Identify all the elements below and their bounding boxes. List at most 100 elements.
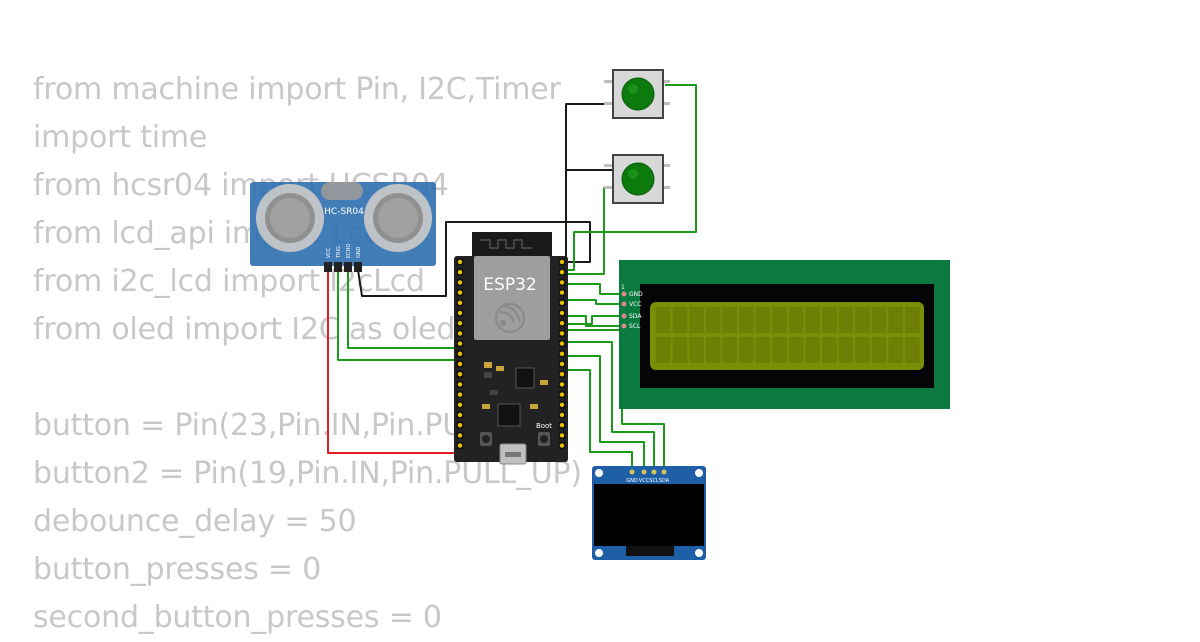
wire-oled-sda[interactable] xyxy=(565,329,665,470)
lcd-cell xyxy=(871,307,887,333)
lcd-display[interactable]: 1 GND VCC SDA SCL xyxy=(619,260,950,409)
lcd-cell xyxy=(838,307,854,333)
wire-sensor-trig[interactable] xyxy=(337,270,457,361)
lcd-cell xyxy=(788,307,804,333)
header-pin-pad xyxy=(559,259,565,265)
header-pin-pad xyxy=(457,382,463,387)
lcd-cell xyxy=(656,307,671,333)
header-pin-pad xyxy=(559,280,565,285)
header-pin-pad xyxy=(457,361,463,367)
header-pin-pad xyxy=(457,280,463,285)
header-pin-pad xyxy=(457,351,463,356)
header-pin-pad xyxy=(457,423,463,428)
code-line: from oled import I2C as oled xyxy=(33,312,456,347)
espressif-logo-icon xyxy=(494,302,526,334)
button-cap[interactable] xyxy=(621,77,655,111)
wire-lcd-sda[interactable] xyxy=(565,315,624,325)
oled-pin-sda: SDA xyxy=(659,478,670,484)
header-pin-pad xyxy=(559,402,565,407)
lcd-character-grid xyxy=(656,307,920,363)
oled-pin-vcc: VCC xyxy=(639,478,650,484)
oled-pin-scl: SCL xyxy=(649,478,659,484)
lcd-cell xyxy=(888,307,903,333)
button-cap[interactable] xyxy=(621,162,655,196)
wire-sensor-echo[interactable] xyxy=(347,270,457,349)
header-pin-pad xyxy=(559,300,565,305)
header-pin-pad xyxy=(457,443,463,448)
wire-button1-signal[interactable] xyxy=(565,84,697,271)
wire-sensor-gnd[interactable] xyxy=(357,221,591,297)
sensor-pin-vcc: VCC xyxy=(326,247,332,258)
lcd-cell xyxy=(705,307,721,333)
push-button-2[interactable] xyxy=(604,154,670,204)
header-pin-pad xyxy=(559,372,565,377)
header-pin-pad xyxy=(457,372,463,377)
lcd-cell xyxy=(888,337,903,363)
lcd-cell xyxy=(905,337,920,363)
lcd-cell xyxy=(788,337,804,363)
boot-label: Boot xyxy=(536,422,552,430)
lcd-pin-vcc: VCC xyxy=(629,301,641,308)
lcd-cell xyxy=(905,307,920,333)
header-pin-pad xyxy=(559,341,565,346)
esp32-pin-header-right xyxy=(558,258,566,450)
lcd-cell xyxy=(755,307,771,333)
lcd-cell xyxy=(689,337,704,363)
wire-lcd-vcc[interactable] xyxy=(565,299,624,305)
header-pin-pad xyxy=(457,321,463,326)
lcd-cell xyxy=(805,307,820,333)
lcd-pin-scl: SCL xyxy=(629,323,641,330)
sensor-pin-trig: TRIG xyxy=(336,246,342,259)
header-pin-pad xyxy=(457,270,463,275)
lcd-pin-sda: SDA xyxy=(629,313,642,320)
ultrasonic-sensor[interactable]: HC-SR04 VCC TRIG ECHO GND xyxy=(250,182,436,272)
header-pin-pad xyxy=(559,412,565,418)
header-pin-pad xyxy=(559,351,565,356)
header-pin-pad xyxy=(559,321,565,326)
esp32-board[interactable]: ESP32 Boot xyxy=(454,232,568,465)
lcd-cell xyxy=(722,307,737,333)
code-line: debounce_delay = 50 xyxy=(33,504,357,539)
lcd-cell xyxy=(689,307,704,333)
header-pin-pad xyxy=(457,433,463,438)
lcd-cell xyxy=(755,337,771,363)
header-pin-pad xyxy=(559,310,565,316)
lcd-cell xyxy=(855,307,870,333)
header-pin-pad xyxy=(457,402,463,407)
code-line: from machine import Pin, I2C,Timer xyxy=(33,72,561,107)
header-pin-pad xyxy=(457,259,463,265)
lcd-cell xyxy=(772,337,787,363)
wire-oled-vcc[interactable] xyxy=(565,355,645,470)
wire-oled-gnd[interactable] xyxy=(565,369,633,470)
code-line: second_button_presses = 0 xyxy=(33,600,442,635)
wire-lcd-gnd[interactable] xyxy=(565,283,624,295)
wire-lcd-scl[interactable] xyxy=(565,315,624,327)
wire-button2-gnd[interactable] xyxy=(565,169,612,262)
lcd-cell xyxy=(838,337,854,363)
oled-display[interactable]: GND VCC SCL SDA xyxy=(592,466,706,560)
lcd-cell xyxy=(871,337,887,363)
header-pin-pad xyxy=(559,270,565,275)
header-pin-pad xyxy=(457,412,463,418)
lcd-cell xyxy=(705,337,721,363)
header-pin-pad xyxy=(559,433,565,438)
esp32-label: ESP32 xyxy=(483,275,536,295)
code-line: import time xyxy=(33,120,208,155)
wire-sensor-vcc[interactable] xyxy=(327,270,457,454)
sensor-pin-gnd: GND xyxy=(356,246,362,258)
code-line: from i2c_lcd import I2cLcd xyxy=(33,264,425,299)
lcd-cell xyxy=(772,307,787,333)
lcd-cell xyxy=(739,337,754,363)
header-pin-pad xyxy=(457,290,463,295)
lcd-cell xyxy=(656,337,671,363)
header-pin-pad xyxy=(457,331,463,336)
header-pin-pad xyxy=(457,392,463,397)
lcd-cell xyxy=(739,307,754,333)
wire-oled-scl[interactable] xyxy=(565,341,655,470)
header-pin-pad xyxy=(559,331,565,336)
push-button-1[interactable] xyxy=(604,69,670,119)
lcd-cell xyxy=(672,337,688,363)
header-pin-pad xyxy=(559,392,565,397)
header-pin-pad xyxy=(559,290,565,295)
